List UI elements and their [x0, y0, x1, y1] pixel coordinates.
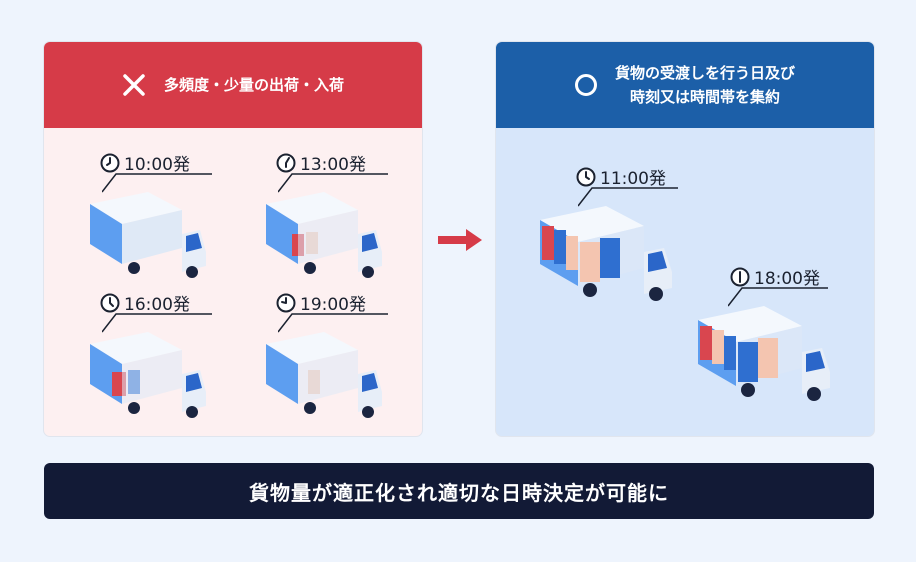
- clock-icon: [730, 267, 750, 286]
- truck-icon: [266, 332, 382, 418]
- left-panel-header: 多頻度・少量の出荷・入荷: [44, 42, 422, 128]
- clock-icon: [100, 293, 120, 312]
- circle-icon: [574, 74, 597, 96]
- truck-icon: [266, 192, 382, 278]
- truck-time: 19:00発: [300, 295, 366, 315]
- left-panel-title: 多頻度・少量の出荷・入荷: [163, 76, 344, 94]
- truck-10: 10:00発: [90, 150, 212, 280]
- truck-time: 13:00発: [300, 155, 366, 175]
- truck-icon: [90, 192, 206, 278]
- clock-icon: [276, 293, 296, 312]
- truck-time: 11:00発: [600, 169, 666, 189]
- truck-time: 18:00発: [754, 269, 820, 289]
- clock-icon: [100, 153, 120, 172]
- truck-icon: [90, 332, 206, 418]
- right-panel-title-line2: 時刻又は時間帯を集約: [629, 88, 780, 106]
- truck-icon: [698, 306, 830, 401]
- truck-11: 11:00発: [540, 164, 680, 301]
- left-panel: 多頻度・少量の出荷・入荷 10:00発 13:00発: [44, 42, 422, 436]
- right-arrow-icon: [438, 229, 482, 251]
- right-panel: 貨物の受渡しを行う日及び 時刻又は時間帯を集約 11:00発 18: [496, 42, 874, 436]
- conclusion-bar: 貨物量が適正化され適切な日時決定が可能に: [44, 463, 874, 519]
- truck-16: 16:00発: [90, 290, 212, 420]
- truck-icon: [540, 206, 672, 301]
- truck-13: 13:00発: [266, 150, 388, 280]
- clock-icon: [576, 167, 596, 186]
- right-panel-title-line1: 貨物の受渡しを行う日及び: [614, 64, 795, 82]
- truck-time: 16:00発: [124, 295, 190, 315]
- truck-18: 18:00発: [698, 264, 838, 401]
- truck-19: 19:00発: [266, 290, 388, 420]
- cross-icon: [123, 74, 145, 96]
- truck-time: 10:00発: [124, 155, 190, 175]
- clock-icon: [276, 153, 296, 172]
- conclusion-text: 貨物量が適正化され適切な日時決定が可能に: [249, 480, 669, 505]
- right-panel-header: 貨物の受渡しを行う日及び 時刻又は時間帯を集約: [496, 42, 874, 128]
